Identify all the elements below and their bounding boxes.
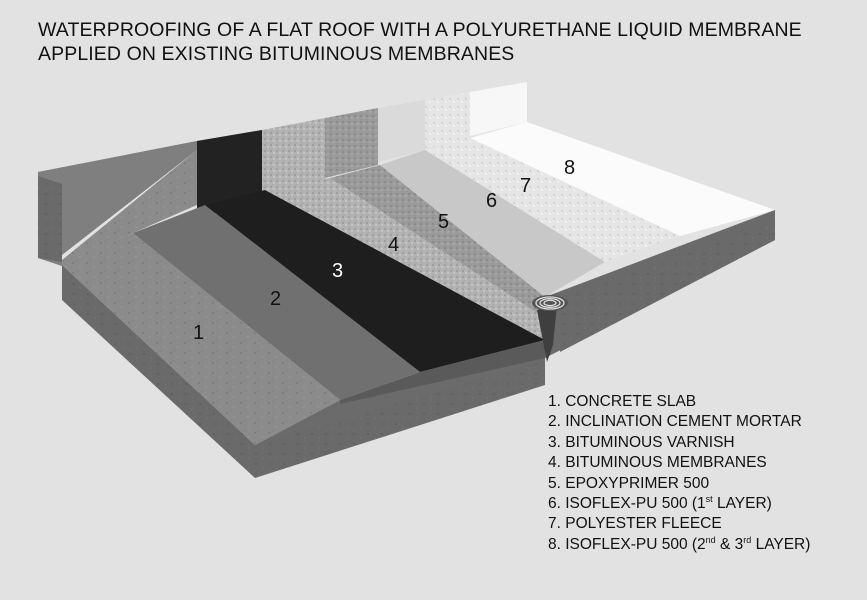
back-wall-membranes (262, 118, 325, 195)
membranes-layer (265, 178, 545, 340)
legend-item-7: 7. POLYESTER FLEECE (548, 515, 722, 533)
varnish-layer (205, 190, 545, 372)
parapet-wall-left-face (38, 141, 197, 266)
legend-item-6-end: LAYER) (712, 495, 772, 513)
diagram-title: WATERPROOFING OF A FLAT ROOF WITH A POLY… (38, 18, 802, 66)
legend-item-3: 3. BITUMINOUS VARNISH (548, 433, 735, 451)
back-wall-top (470, 82, 527, 136)
layer-number-6: 6 (486, 190, 498, 212)
slab-right-side-2 (560, 222, 775, 352)
layer-number-4: 4 (388, 234, 400, 256)
legend-item-1: 1. CONCRETE SLAB (548, 393, 697, 410)
legend-item-2: 2. INCLINATION CEMENT MORTAR (548, 413, 802, 431)
slab-front-right (255, 360, 545, 478)
epoxyprimer-layer (330, 165, 545, 318)
isoflex-first-layer (380, 150, 605, 297)
parapet-wall-left-face-2 (38, 176, 62, 262)
back-wall-fleece (425, 92, 470, 148)
mortar-layer (133, 205, 420, 400)
legend-item-5: 5. EPOXYPRIMER 500 (548, 474, 710, 492)
parapet-wall-left-inner (62, 150, 197, 266)
back-wall-epoxy (325, 108, 378, 178)
isoflex-top-layer (470, 122, 775, 236)
concrete-slab-front (62, 265, 255, 478)
roof-drain-icon (532, 295, 568, 311)
legend-item-8-text: 8. ISOFLEX-PU 500 (2 (548, 535, 706, 553)
legend-item-8-mid: & 3 (715, 535, 744, 553)
back-wall-isoflex (378, 100, 425, 162)
layer-number-1: 1 (193, 322, 205, 344)
legend-item-8-sup2: rd (743, 534, 752, 545)
legend-item-6-sup: st (705, 494, 713, 505)
layer-number-8: 8 (564, 157, 576, 179)
layer-number-2: 2 (270, 288, 282, 310)
legend-item-8-sup: nd (705, 534, 716, 545)
layer-number-5: 5 (438, 211, 450, 233)
title-line-2: APPLIED ON EXISTING BITUMINOUS MEMBRANES (38, 43, 515, 65)
title-line-1: WATERPROOFING OF A FLAT ROOF WITH A POLY… (38, 19, 802, 41)
layer-number-7: 7 (520, 175, 532, 197)
fleece-layer (425, 138, 680, 262)
layer-number-3: 3 (332, 260, 344, 282)
back-wall-varnish (197, 130, 262, 214)
drain-channel (537, 305, 557, 362)
legend-item-8-end: LAYER) (751, 535, 811, 553)
layer-legend: 1. CONCRETE SLAB 2. INCLINATION CEMENT M… (548, 392, 810, 555)
legend-item-4: 4. BITUMINOUS MEMBRANES (548, 454, 767, 472)
concrete-slab-top (62, 233, 340, 445)
legend-item-6-text: 6. ISOFLEX-PU 500 (1 (548, 495, 706, 513)
mortar-layer-front (340, 340, 545, 404)
legend-item-8: 8. ISOFLEX-PU 500 (2nd & 3rd LAYER) (548, 535, 810, 555)
legend-item-6: 6. ISOFLEX-PU 500 (1st LAYER) (548, 494, 810, 514)
